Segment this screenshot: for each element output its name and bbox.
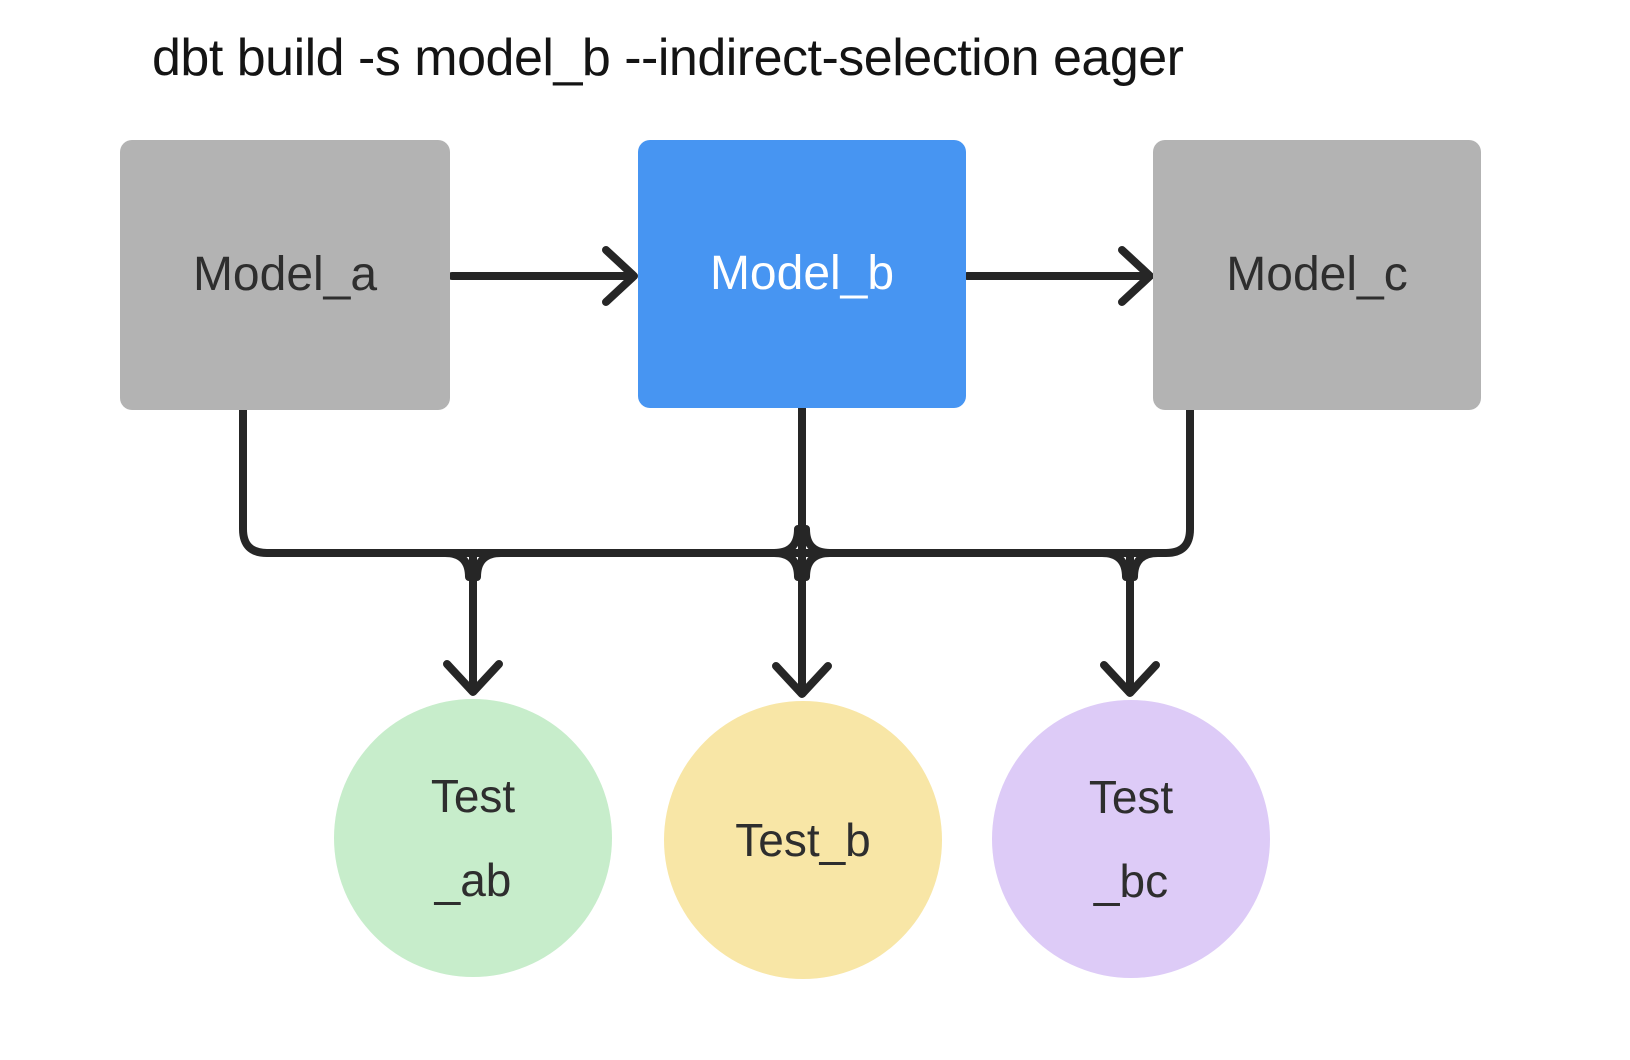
node-test-ab-label-line2: _ab [434, 854, 512, 906]
node-test-ab-label-line1: Test [430, 770, 516, 822]
diagram-title: dbt build -s model_b --indirect-selectio… [152, 29, 1184, 87]
node-test-b-label: Test_b [735, 814, 871, 866]
node-model-b-label: Model_b [709, 246, 895, 300]
node-model-a: Model_a [120, 140, 450, 410]
node-test-b: Test_b [664, 701, 942, 979]
edge-model-b-to-test-b [772, 400, 832, 698]
node-model-a-label: Model_a [192, 247, 378, 301]
node-test-bc: Test _bc [992, 700, 1270, 978]
node-test-bc-label-line2: _bc [1093, 855, 1169, 907]
node-test-ab: Test _ab [334, 699, 612, 977]
node-model-c: Model_c [1153, 140, 1481, 410]
edge-model-a-to-model-b [448, 246, 638, 306]
edge-fanout-bus [239, 402, 1194, 557]
edge-bus-to-test-ab [443, 549, 503, 696]
edge-junction-flare-test-b [770, 525, 834, 581]
edge-model-b-to-model-c [963, 246, 1154, 306]
node-test-bc-label-line1: Test [1088, 771, 1174, 823]
edge-bus-to-test-bc [1100, 549, 1160, 697]
edge-junction-flare-test-ab [441, 549, 505, 581]
edge-junction-flare-test-bc [1098, 549, 1162, 581]
node-model-b: Model_b [638, 140, 966, 408]
node-model-c-label: Model_c [1226, 247, 1408, 301]
